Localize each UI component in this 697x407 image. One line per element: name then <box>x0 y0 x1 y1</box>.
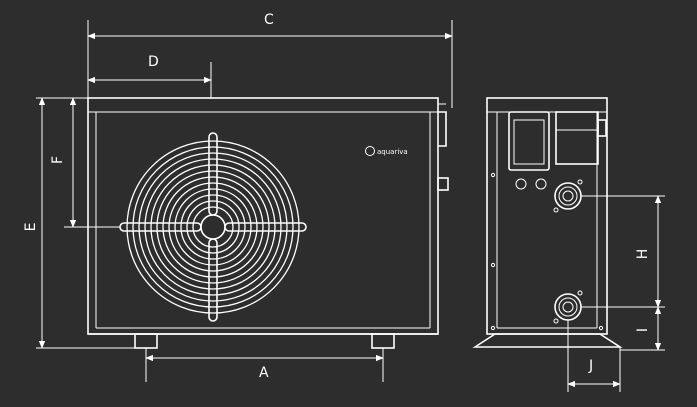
foot-right <box>371 333 395 349</box>
dim-label-h: H <box>635 249 651 260</box>
side-valve-upper <box>438 111 447 147</box>
dim-label-e: E <box>23 223 39 232</box>
side-base <box>472 333 623 348</box>
dim-label-j: J <box>588 358 593 374</box>
front-cabinet-outline <box>87 97 439 335</box>
dim-label-c: C <box>264 12 274 28</box>
foot-left <box>134 333 158 349</box>
side-valve-lower <box>437 177 449 191</box>
front-dimensions: C D E F A <box>23 12 453 382</box>
cable-gland-1 <box>515 178 527 190</box>
dim-label-f: F <box>50 156 66 164</box>
dim-label-i: I <box>635 328 651 332</box>
brand-name: aquariva <box>377 148 408 156</box>
brand-logo: aquariva <box>365 146 408 156</box>
dim-label-d: D <box>148 54 159 70</box>
dim-label-a: A <box>259 365 269 381</box>
water-outlet-lower <box>553 290 583 324</box>
connection-box <box>555 111 599 165</box>
electrical-box <box>508 111 550 171</box>
side-cabinet-outline <box>486 97 608 335</box>
side-view <box>472 97 623 348</box>
cable-gland-2 <box>535 178 547 190</box>
front-view: aquariva <box>87 97 449 349</box>
fan-grille <box>119 132 307 322</box>
side-dimensions: H I J <box>567 195 665 392</box>
water-inlet-upper <box>553 179 583 213</box>
connection-box-plug <box>597 119 607 137</box>
